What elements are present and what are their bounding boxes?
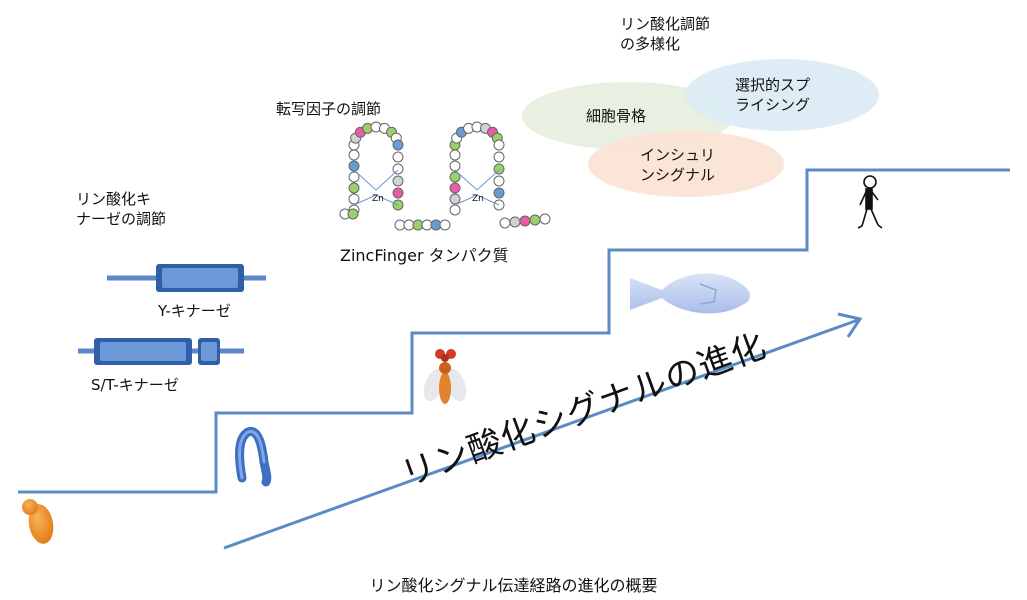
zn-coordination-line xyxy=(476,169,500,191)
zn-coordination-line xyxy=(375,169,399,191)
cytoskeleton-label: 細胞骨格 xyxy=(586,107,647,125)
zn-coordination-line xyxy=(476,194,500,206)
amino-acid-bead xyxy=(348,193,360,205)
splicing-label: 選択的スプ ライシング xyxy=(735,76,811,114)
amino-acid-bead xyxy=(392,187,404,199)
amino-acid-bead xyxy=(499,217,511,229)
amino-acid-bead xyxy=(439,219,451,231)
amino-acid-bead xyxy=(493,151,505,163)
zn-label-right: Zn xyxy=(472,194,484,204)
amino-acid-bead xyxy=(449,171,461,183)
zinc-finger-protein-icon xyxy=(339,121,551,231)
amino-acid-bead xyxy=(392,163,404,175)
zn-coordination-line xyxy=(454,169,478,191)
amino-acid-bead xyxy=(529,214,541,226)
amino-acid-bead xyxy=(449,149,461,161)
amino-acid-bead xyxy=(449,193,461,205)
zn-coordination-line xyxy=(454,194,478,206)
zn-coordination-line xyxy=(375,194,399,206)
amino-acid-bead xyxy=(392,139,404,151)
insulin-signal-ellipse xyxy=(588,131,784,197)
amino-acid-bead xyxy=(392,151,404,163)
evolution-staircase xyxy=(18,168,1010,494)
amino-acid-bead xyxy=(493,187,505,199)
splicing-ellipse xyxy=(685,59,879,131)
amino-acid-bead xyxy=(539,213,551,225)
amino-acid-bead xyxy=(348,149,360,161)
insulin-signal-label: インシュリ ンシグナル xyxy=(640,146,716,184)
amino-acid-bead xyxy=(449,182,461,194)
amino-acid-bead xyxy=(348,160,360,172)
zn-coordination-line xyxy=(353,169,377,191)
human-icon xyxy=(857,175,883,229)
kinase-regulation-label: リン酸化キ ナーゼの調節 xyxy=(76,190,167,228)
figure-caption: リン酸化シグナル伝達経路の進化の概要 xyxy=(369,576,658,595)
st-kinase-icon xyxy=(78,338,244,365)
diversification-label: リン酸化調節 の多様化 xyxy=(620,15,711,53)
fly-icon xyxy=(423,349,467,404)
yeast-icon xyxy=(22,499,54,544)
amino-acid-bead xyxy=(519,215,531,227)
y-kinase-icon xyxy=(107,264,266,292)
zinc-finger-label: ZincFinger タンパク質 xyxy=(340,246,509,265)
amino-acid-bead xyxy=(493,163,505,175)
transcription-factor-regulation-label: 転写因子の調節 xyxy=(276,100,382,118)
amino-acid-bead xyxy=(449,204,461,216)
amino-acid-bead xyxy=(348,182,360,194)
amino-acid-bead xyxy=(392,175,404,187)
worm-icon xyxy=(235,426,272,487)
st-kinase-label: S/T-キナーゼ xyxy=(91,376,179,394)
zn-coordination-line xyxy=(353,194,377,206)
amino-acid-bead xyxy=(509,216,521,228)
amino-acid-bead xyxy=(493,139,505,151)
amino-acid-bead xyxy=(493,175,505,187)
y-kinase-label: Y-キナーゼ xyxy=(158,302,231,320)
amino-acid-bead xyxy=(347,208,359,220)
amino-acid-bead xyxy=(348,171,360,183)
fish-icon xyxy=(630,273,750,314)
zn-label-left: Zn xyxy=(372,194,384,204)
evolution-arrow xyxy=(223,312,863,550)
amino-acid-bead xyxy=(449,160,461,172)
